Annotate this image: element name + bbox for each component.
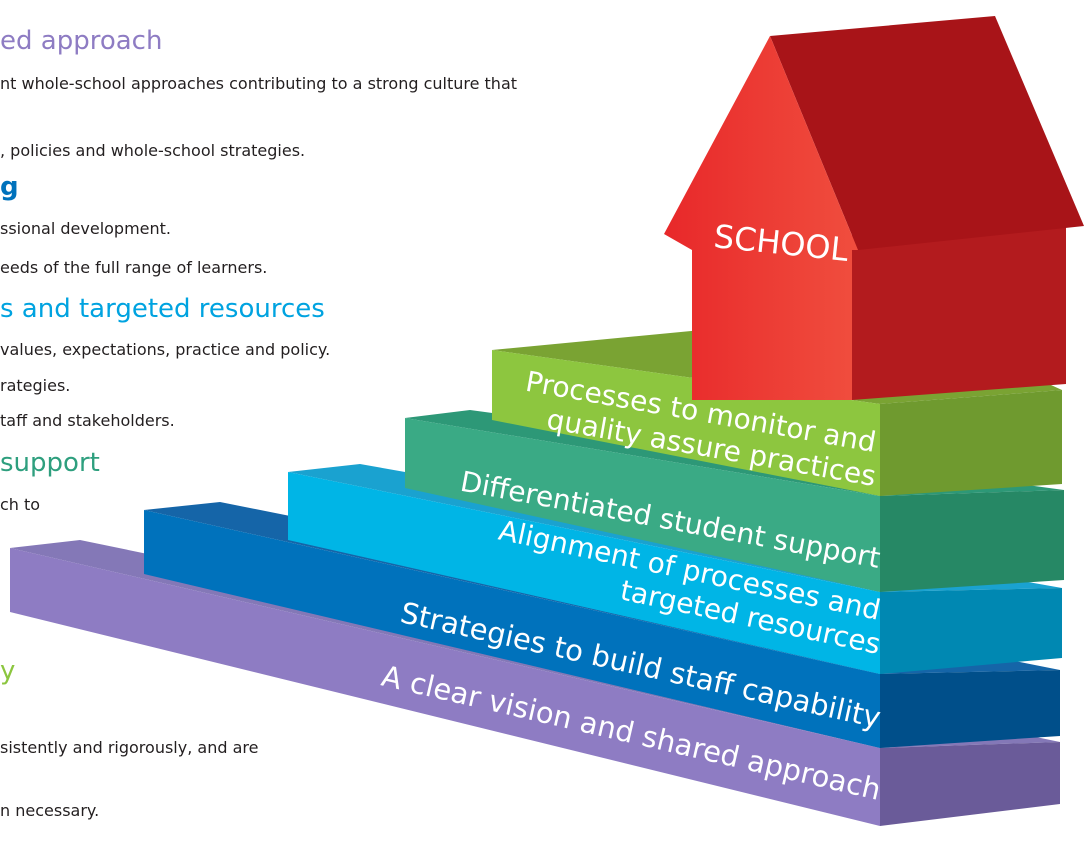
step-vision-side	[880, 742, 1060, 826]
step-monitor-front	[492, 350, 880, 496]
section-text-staff-1: ssional development.	[0, 219, 172, 238]
step-support-front	[405, 418, 880, 592]
section-heading-staff: g	[0, 172, 19, 202]
section-text-alignment-2: rategies.	[0, 376, 71, 395]
section-text-vision-1: nt whole-school approaches contributing …	[0, 74, 518, 93]
school-house: SCHOOL	[664, 16, 1084, 400]
section-text-monitor-2: n necessary.	[0, 801, 100, 820]
section-text-monitor-1: sistently and rigorously, and are	[0, 738, 259, 757]
section-text-staff-2: eeds of the full range of learners.	[0, 258, 268, 277]
house-front	[664, 36, 858, 400]
section-text-alignment-3: taff and stakeholders.	[0, 411, 175, 430]
step-alignment-front	[288, 472, 880, 674]
text-column: ed approach nt whole-school approaches c…	[0, 26, 518, 820]
section-heading-alignment: s and targeted resources	[0, 294, 325, 324]
step-staff-front	[144, 510, 880, 748]
house-roof-side	[770, 16, 1084, 250]
section-text-alignment-1: values, expectations, practice and polic…	[0, 340, 331, 359]
section-text-support-1: ch to	[0, 495, 41, 514]
section-heading-vision: ed approach	[0, 26, 163, 56]
step-alignment-side	[880, 588, 1062, 674]
step-monitor-side	[880, 390, 1062, 496]
section-text-vision-2: , policies and whole-school strategies.	[0, 141, 306, 160]
step-vision-front	[10, 548, 880, 826]
section-heading-monitor: y	[0, 656, 16, 686]
step-staff-side	[880, 670, 1060, 748]
house-body-side	[852, 206, 1066, 400]
step-support-side	[880, 490, 1064, 592]
section-heading-support: support	[0, 448, 100, 478]
